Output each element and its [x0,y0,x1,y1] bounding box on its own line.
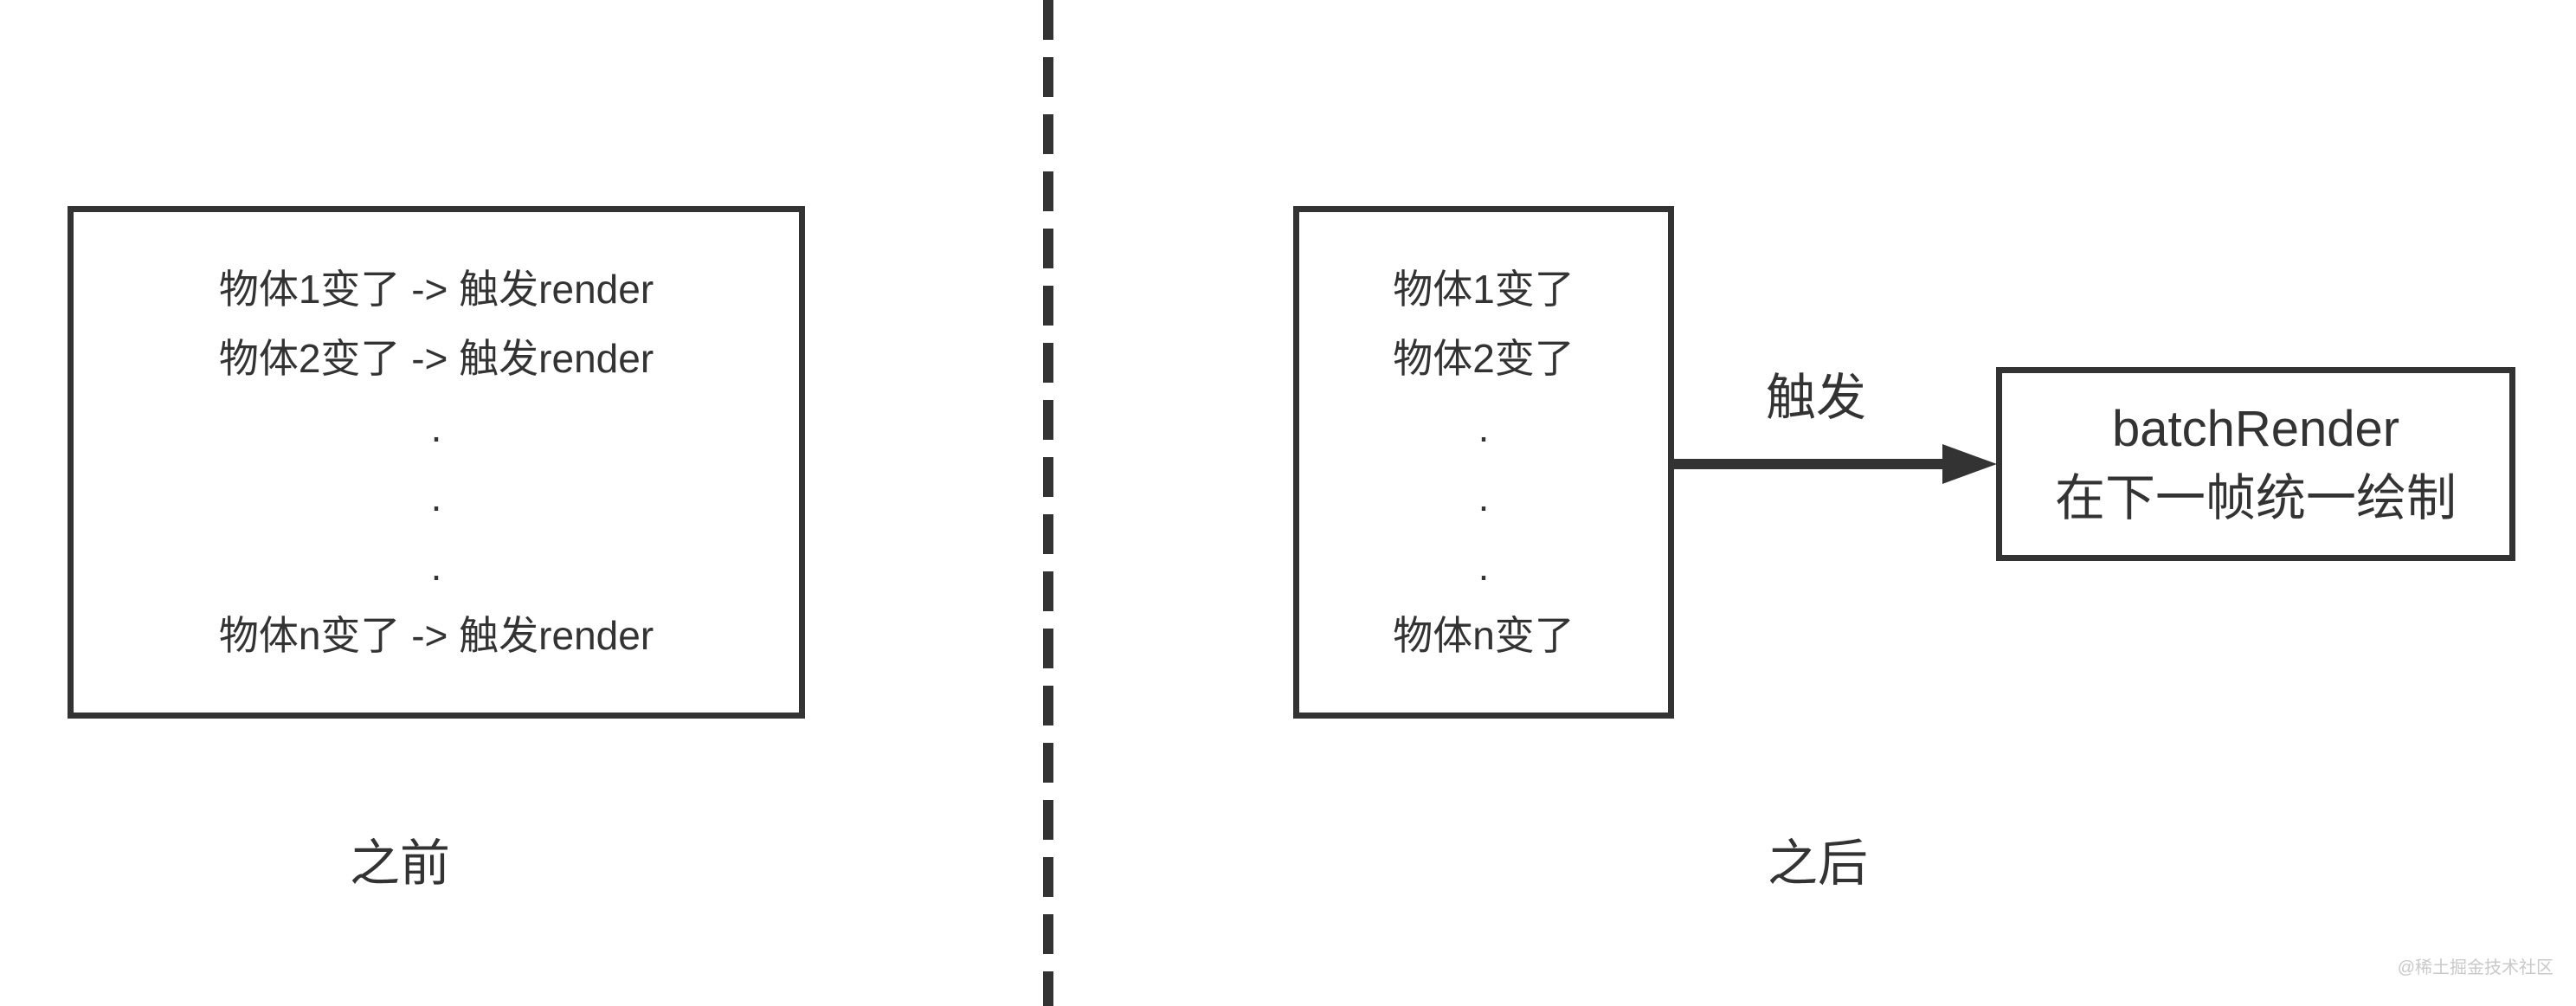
dots-line: . [430,474,442,519]
before-box-line: 物体2变了 -> 触发render [218,336,654,381]
trigger-arrow-shaft [1674,459,1946,469]
dots-line: . [430,405,442,450]
after-source-box-line: 物体1变了 [1393,267,1575,312]
before-box: 物体1变了 -> 触发render 物体2变了 -> 触发render . . … [68,206,805,719]
arrow-label: 触发 [1765,370,1866,426]
after-source-box-line: 物体2变了 [1393,336,1575,381]
dots-line: . [1478,405,1490,450]
dots-line: . [1478,474,1490,519]
before-box-line: 物体n变了 -> 触发render [218,613,654,658]
batch-render-box-line: 在下一帧统一绘制 [2054,470,2457,526]
after-source-box-line: 物体n变了 [1393,613,1575,658]
before-caption: 之前 [349,835,450,892]
batch-render-box: batchRender 在下一帧统一绘制 [1996,367,2515,561]
dashed-divider [1043,0,1053,1006]
before-box-line: 物体1变了 -> 触发render [218,267,654,312]
after-source-box: 物体1变了 物体2变了 . . . 物体n变了 [1293,206,1674,719]
watermark: @稀土掘金技术社区 [2397,958,2553,977]
trigger-arrow-head-icon [1942,444,1997,484]
dots-line: . [1478,544,1490,589]
batch-render-box-line: batchRender [2111,401,2400,457]
dots-line: . [430,544,442,589]
after-caption: 之后 [1767,835,1868,892]
